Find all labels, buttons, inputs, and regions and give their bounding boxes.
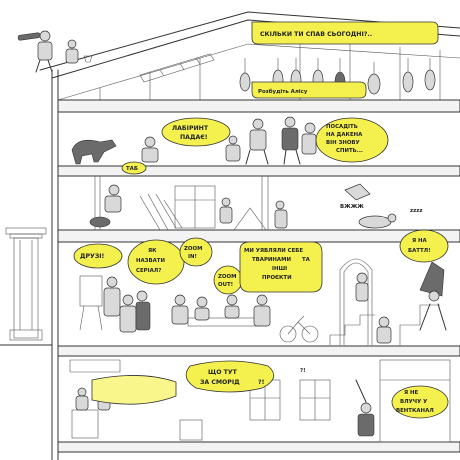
bubble-series-line1: ЯК: [148, 248, 157, 254]
third-floor-figures: [89, 183, 397, 231]
building-structure: [0, 11, 460, 460]
bubble-sleep-question: СКІЛЬКИ ТИ СПАВ СЬОГОДНІ?..: [251, 21, 439, 45]
floor-slab-3: [57, 229, 460, 243]
bubble-wake-alice-text: Розбудіть Алісу: [258, 88, 308, 95]
second-floor-figures: [71, 116, 317, 165]
bubble-series-line2: НАЗВАТИ: [136, 258, 165, 264]
bubble-animals-line1: МИ УЯВЛЯЛИ СЕБЕ: [244, 248, 303, 254]
bubble-wake-alice: Розбудіть Алісу: [251, 81, 367, 99]
bubble-vent: Я НЕ ВЛУЧУ У ВЕНТКАНАЛ: [391, 385, 449, 419]
sfx-question: ?!: [300, 368, 306, 374]
staircase: [329, 304, 440, 345]
bubble-animals-line3: ТА: [302, 257, 311, 263]
bubble-sleep-question-text: СКІЛЬКИ ТИ СПАВ СЬОГОДНІ?..: [260, 31, 372, 38]
bubble-vent-line3: ВЕНТКАНАЛ: [396, 408, 434, 414]
floor-slab-2: [57, 165, 460, 177]
bubble-friends-text: ДРУЗІ!: [80, 253, 104, 260]
bubble-seat-line2: НА ДАКЕНА: [326, 132, 363, 138]
bubble-seat-line4: СПИТЬ...: [336, 148, 363, 154]
bubble-tab-text: ТАБ: [126, 166, 138, 172]
bubble-zoom-out-line1: ZOOM: [218, 274, 236, 280]
figures: [17, 30, 451, 443]
arched-window: [339, 258, 373, 345]
bubble-labyrinth-line2: ПАДАЄ!: [180, 134, 208, 141]
floor-slab-1: [57, 99, 460, 113]
ground-floor-figures: [69, 359, 451, 443]
bubble-seat-line3: ВІН ЗНОВУ: [326, 140, 360, 146]
bubble-seat-line1: ПОСАДІТЬ: [326, 124, 358, 130]
bubble-vent-line2: ВЛУЧУ У: [400, 399, 427, 405]
sfx-buzz: ВЖЖЖ: [340, 204, 364, 210]
bubble-battle: Я НА БАТТЛ!: [399, 229, 449, 263]
bubble-tab: ТАБ: [121, 161, 147, 175]
bubble-labyrinth-line1: ЛАБІРИНТ: [172, 125, 209, 132]
bubble-friends: ДРУЗІ!: [73, 243, 123, 269]
bubble-vent-line1: Я НЕ: [404, 390, 419, 396]
floor-slab-5: [57, 441, 460, 453]
fourth-floor-figures: [79, 261, 447, 344]
speech-bubbles: СКІЛЬКИ ТИ СПАВ СЬОГОДНІ?.. Розбудіть Ал…: [73, 21, 449, 419]
ground-floor-windows: [249, 379, 331, 421]
bubble-animals-line5: ПРОЄКТИ: [262, 275, 292, 281]
bubble-seat-daken: ПОСАДІТЬ НА ДАКЕНА ВІН ЗНОВУ СПИТЬ...: [315, 117, 389, 163]
rooftop-lookout: [17, 30, 93, 73]
floor-slab-4: [57, 345, 460, 357]
bubble-series-line3: СЕРІАЛ?: [136, 268, 161, 274]
bubble-zoom-in-line1: ZOOM: [184, 246, 202, 252]
bubble-zoom-in-line2: IN!: [188, 254, 197, 260]
bubble-smell-line1: ЩО ТУТ: [208, 369, 238, 376]
bubble-animals-line4: ІНШІ: [272, 266, 287, 272]
bubble-smell-line2: ЗА СМОРІД: [200, 379, 240, 386]
bubble-zoom-out-line2: OUT!: [218, 282, 233, 288]
bubble-zoom-in: ZOOM IN!: [179, 237, 213, 267]
bubble-battle-line1: Я НА: [412, 238, 428, 244]
bubble-smell: ЩО ТУТ ЗА СМОРІД ?!: [185, 360, 275, 393]
bubble-zoom-out: ZOOM OUT!: [213, 265, 243, 295]
bubble-labyrinth: ЛАБІРИНТ ПАДАЄ!: [161, 117, 231, 147]
bubble-smell-line3: ?!: [258, 379, 264, 386]
roof: [39, 11, 460, 101]
bubble-animals: МИ УЯВЛЯЛИ СЕБЕ ТВАРИНАМИ ТА ІНШІ ПРОЄКТ…: [239, 241, 323, 293]
column: [5, 227, 47, 341]
bubble-battle-line2: БАТТЛ!: [408, 248, 431, 254]
bubble-series: ЯК НАЗВАТИ СЕРІАЛ?: [127, 239, 185, 285]
sfx-snore: zzzz: [410, 208, 423, 214]
bubble-animals-line2: ТВАРИНАМИ: [252, 257, 291, 263]
